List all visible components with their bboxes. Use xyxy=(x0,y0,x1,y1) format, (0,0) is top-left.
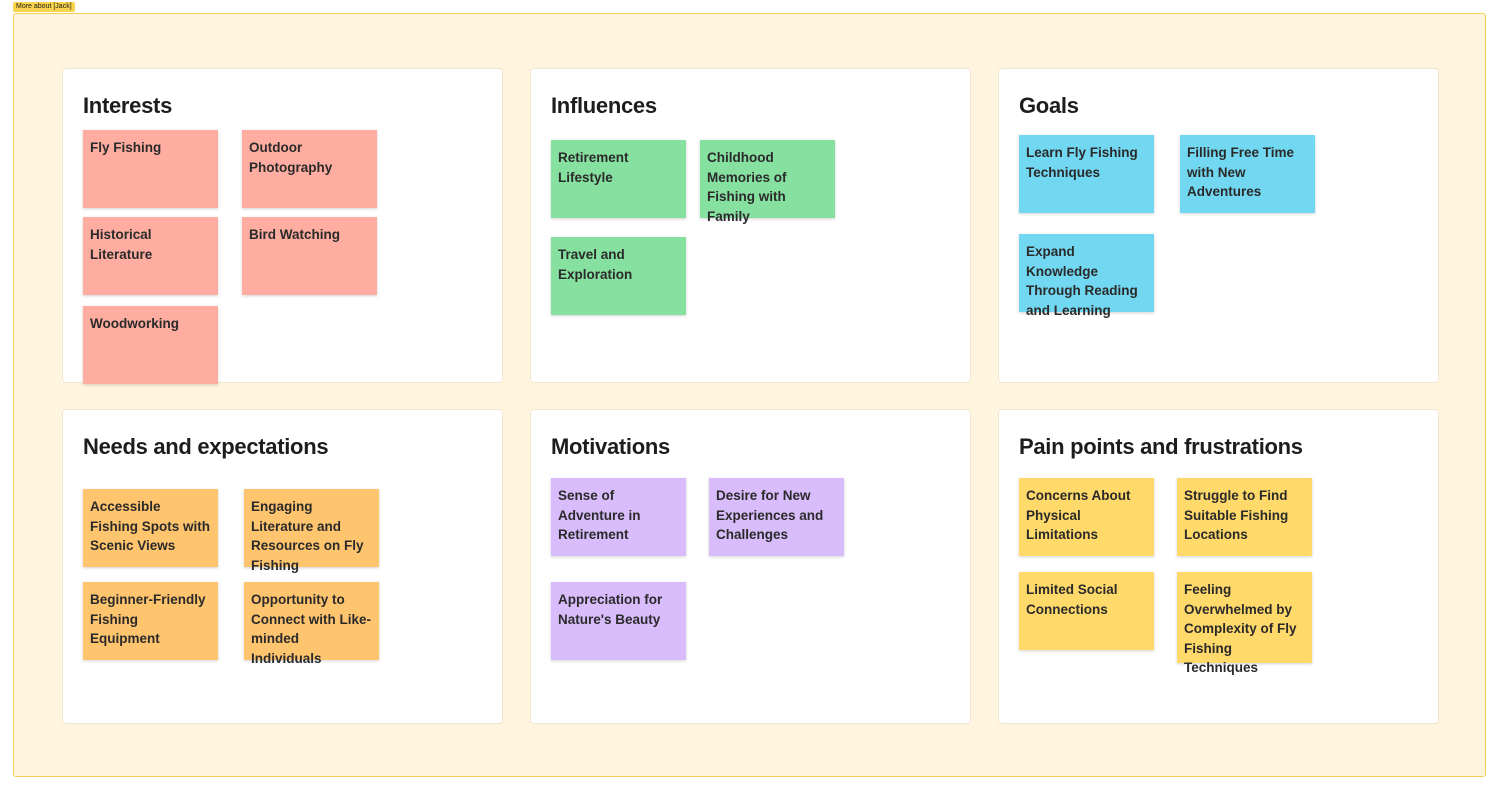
panel-needs-expectations: Needs and expectations Accessible Fishin… xyxy=(62,409,503,724)
sticky-text: Appreciation for Nature's Beauty xyxy=(558,592,663,627)
sticky-text: Outdoor Photography xyxy=(249,140,333,175)
sticky-note[interactable]: Expand Knowledge Through Reading and Lea… xyxy=(1019,234,1154,318)
sticky-text: Feeling Overwhelmed by Complexity of Fly… xyxy=(1184,582,1297,675)
sticky-text: Desire for New Experiences and Challenge… xyxy=(716,488,824,542)
sticky-text: Expand Knowledge Through Reading and Lea… xyxy=(1026,244,1138,318)
sticky-note[interactable]: Desire for New Experiences and Challenge… xyxy=(709,478,844,556)
panel-title: Pain points and frustrations xyxy=(1019,434,1303,459)
sticky-note[interactable]: Engaging Literature and Resources on Fly… xyxy=(244,489,379,573)
sticky-text: Sense of Adventure in Retirement xyxy=(558,488,641,542)
frame-label[interactable]: More about [Jack] xyxy=(13,2,75,12)
sticky-note[interactable]: Struggle to Find Suitable Fishing Locati… xyxy=(1177,478,1312,556)
sticky-note[interactable]: Appreciation for Nature's Beauty xyxy=(551,582,686,660)
sticky-text: Limited Social Connections xyxy=(1026,582,1118,617)
sticky-note[interactable]: Childhood Memories of Fishing with Famil… xyxy=(700,140,835,224)
panel-title: Interests xyxy=(83,93,173,118)
sticky-note[interactable]: Opportunity to Connect with Like-minded … xyxy=(244,582,379,666)
sticky-text: Childhood Memories of Fishing with Famil… xyxy=(707,150,787,224)
sticky-text: Concerns About Physical Limitations xyxy=(1026,488,1131,542)
sticky-note[interactable]: Woodworking xyxy=(83,306,218,384)
sticky-text: Historical Literature xyxy=(90,227,153,262)
panel-influences: Influences Retirement Lifestyle Childhoo… xyxy=(530,68,971,383)
sticky-text: Beginner-Friendly Fishing Equipment xyxy=(90,592,206,646)
sticky-note[interactable]: Outdoor Photography xyxy=(242,130,377,208)
sticky-note[interactable]: Retirement Lifestyle xyxy=(551,140,686,218)
sticky-note[interactable]: Limited Social Connections xyxy=(1019,572,1154,650)
panel-interests: Interests Fly Fishing Outdoor Photograph… xyxy=(62,68,503,384)
sticky-text: Retirement Lifestyle xyxy=(558,150,629,185)
sticky-note[interactable]: Beginner-Friendly Fishing Equipment xyxy=(83,582,218,660)
sticky-text: Bird Watching xyxy=(249,227,340,242)
sticky-note[interactable]: Travel and Exploration xyxy=(551,237,686,315)
sticky-note[interactable]: Fly Fishing xyxy=(83,130,218,208)
panel-title: Needs and expectations xyxy=(83,434,329,459)
sticky-note[interactable]: Learn Fly Fishing Techniques xyxy=(1019,135,1154,213)
sticky-note[interactable]: Feeling Overwhelmed by Complexity of Fly… xyxy=(1177,572,1312,675)
panel-title: Influences xyxy=(551,93,657,118)
panel-title: Motivations xyxy=(551,434,670,459)
panel-pain-points: Pain points and frustrations Concerns Ab… xyxy=(998,409,1439,724)
sticky-note[interactable]: Historical Literature xyxy=(83,217,218,295)
sticky-text: Travel and Exploration xyxy=(558,247,633,282)
panel-title: Goals xyxy=(1019,93,1079,118)
sticky-text: Learn Fly Fishing Techniques xyxy=(1026,145,1138,180)
sticky-note[interactable]: Accessible Fishing Spots with Scenic Vie… xyxy=(83,489,218,567)
sticky-note[interactable]: Filling Free Time with New Adventures xyxy=(1180,135,1315,213)
sticky-text: Fly Fishing xyxy=(90,140,162,155)
sticky-note[interactable]: Sense of Adventure in Retirement xyxy=(551,478,686,556)
panel-motivations: Motivations Sense of Adventure in Retire… xyxy=(530,409,971,724)
sticky-text: Engaging Literature and Resources on Fly… xyxy=(251,499,364,573)
sticky-text: Accessible Fishing Spots with Scenic Vie… xyxy=(90,499,210,553)
panel-goals: Goals Learn Fly Fishing Techniques Filli… xyxy=(998,68,1439,383)
sticky-note[interactable]: Concerns About Physical Limitations xyxy=(1019,478,1154,556)
persona-frame[interactable]: Interests Fly Fishing Outdoor Photograph… xyxy=(13,13,1486,777)
sticky-text: Filling Free Time with New Adventures xyxy=(1187,145,1295,199)
sticky-text: Struggle to Find Suitable Fishing Locati… xyxy=(1184,488,1289,542)
sticky-note[interactable]: Bird Watching xyxy=(242,217,377,295)
sticky-text: Opportunity to Connect with Like-minded … xyxy=(251,592,372,666)
sticky-text: Woodworking xyxy=(90,316,179,331)
